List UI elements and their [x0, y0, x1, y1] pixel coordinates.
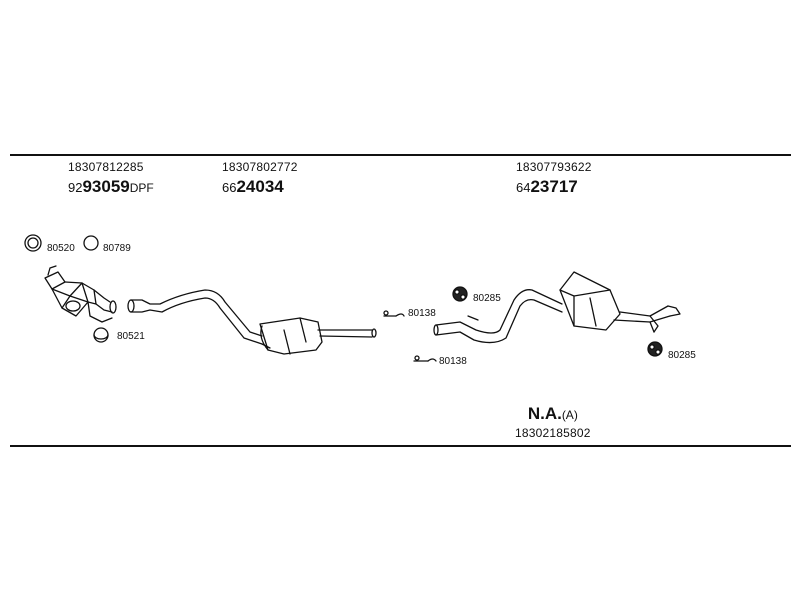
- bottom-divider: [10, 445, 791, 447]
- not-available-text: N.A.: [527, 404, 562, 423]
- not-available-part-block[interactable]: N.A.(A) 18302185802: [515, 405, 591, 439]
- hanger-80138-lower-label[interactable]: 80138: [439, 356, 467, 367]
- hanger-80138-upper-icon[interactable]: [383, 310, 405, 317]
- front-muffler-part-block[interactable]: 18307802772 6624034: [222, 161, 298, 196]
- front-muffler-oe-number: 18307802772: [222, 160, 298, 174]
- catalyst-prefix: 92: [68, 180, 83, 195]
- top-divider: [10, 154, 791, 156]
- rubber-mount-80285-right-icon[interactable]: [647, 341, 663, 357]
- rubber-mount-80285-upper-label[interactable]: 80285: [473, 293, 501, 304]
- rubber-mount-80285-upper-icon[interactable]: [452, 286, 468, 302]
- front-muffler-part-number: 24034: [236, 177, 284, 196]
- catalyst-suffix: DPF: [129, 181, 154, 195]
- clamp-80520-icon[interactable]: [24, 234, 42, 252]
- clamp-80521-label[interactable]: 80521: [117, 331, 145, 342]
- catalyst-oe-number: 18307812285: [68, 160, 144, 174]
- catalyst-part-block[interactable]: 18307812285 9293059DPF: [68, 161, 154, 196]
- front-muffler-pipe-icon[interactable]: [127, 289, 377, 355]
- hanger-80138-lower-icon[interactable]: [413, 355, 437, 362]
- not-available-note: (A): [561, 408, 578, 422]
- front-muffler-prefix: 66: [222, 180, 237, 195]
- ring-80789-label[interactable]: 80789: [103, 243, 131, 254]
- rear-muffler-part-number: 23717: [530, 177, 578, 196]
- rear-muffler-prefix: 64: [516, 180, 531, 195]
- rear-muffler-part-block[interactable]: 18307793622 6423717: [516, 161, 592, 196]
- hanger-80138-upper-label[interactable]: 80138: [408, 308, 436, 319]
- rubber-mount-80285-right-label[interactable]: 80285: [668, 350, 696, 361]
- catalyst-part-number: 93059: [82, 177, 130, 196]
- not-available-oe-number: 18302185802: [515, 426, 591, 440]
- rear-muffler-pipe-icon[interactable]: [433, 271, 681, 344]
- rear-muffler-oe-number: 18307793622: [516, 160, 592, 174]
- clamp-80521-icon[interactable]: [93, 327, 109, 343]
- clamp-80520-label[interactable]: 80520: [47, 243, 75, 254]
- gasket-ring-80789-icon[interactable]: [83, 235, 99, 251]
- catalytic-converter-icon[interactable]: [44, 265, 117, 323]
